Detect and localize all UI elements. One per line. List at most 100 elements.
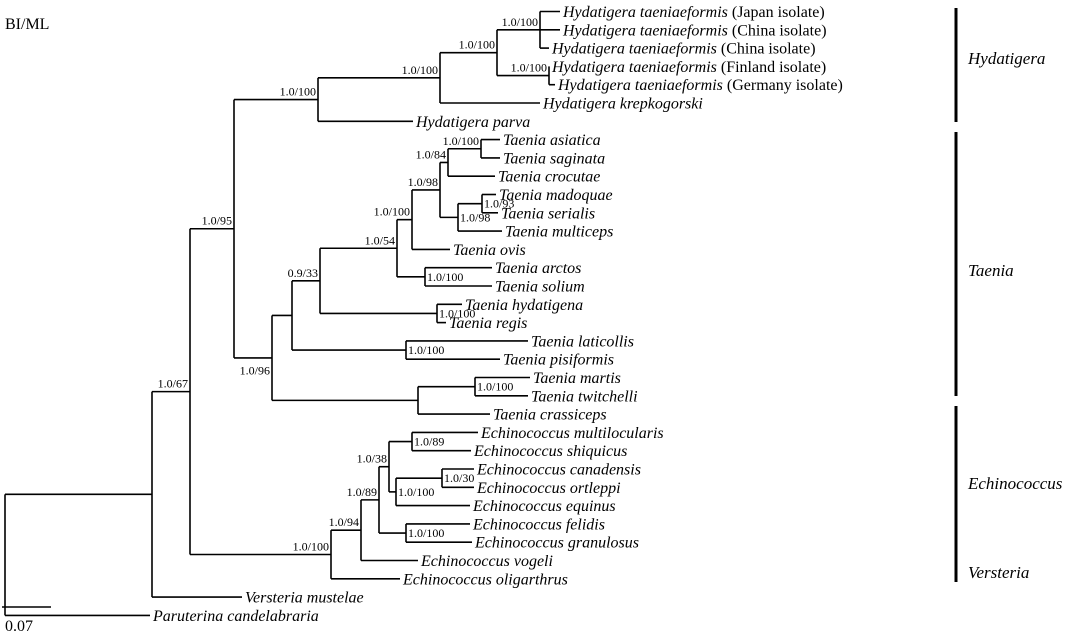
taxon-label: Echinococcus ortleppi <box>476 480 621 497</box>
clade-label-versteria: Versteria <box>968 563 1029 582</box>
species-name: Taenia laticollis <box>531 333 634 350</box>
taxon-label: Hydatigera taeniaeformis (China isolate) <box>562 22 827 39</box>
isolate-note: (Finland isolate) <box>717 59 826 76</box>
species-name: Taenia asiatica <box>503 132 601 149</box>
support-value: 1.0/100 <box>427 270 463 284</box>
species-name: Hydatigera taeniaeformis <box>562 22 728 39</box>
support-value: 1.0/100 <box>511 61 547 75</box>
species-name: Taenia hydatigena <box>465 297 583 314</box>
taxon-label: Hydatigera taeniaeformis (Germany isolat… <box>557 77 843 94</box>
species-name: Hydatigera taeniaeformis <box>551 41 717 58</box>
taxon-label: Taenia regis <box>449 315 527 332</box>
taxon-label: Taenia ovis <box>453 242 526 259</box>
taxon-label: Taenia laticollis <box>531 333 634 350</box>
species-name: Taenia solium <box>495 279 585 296</box>
species-name: Echinococcus equinus <box>472 498 616 515</box>
taxon-label: Hydatigera taeniaeformis (China isolate) <box>551 41 816 58</box>
species-name: Taenia twitchelli <box>531 388 638 405</box>
support-value: 1.0/98 <box>408 175 438 189</box>
species-name: Echinococcus felidis <box>472 516 605 533</box>
support-values: 1.0/100 1.0/100 1.0/100 1.0/100 1.0/100 1.0/1… <box>158 15 547 554</box>
species-name: Taenia regis <box>449 315 527 332</box>
support-value: 1.0/93 <box>484 197 514 211</box>
clade-label-echinococcus: Echinococcus <box>967 474 1063 493</box>
support-value: 1.0/100 <box>443 134 479 148</box>
taxon-label: Hydatigera taeniaeformis (Japan isolate) <box>562 4 825 21</box>
species-name: Taenia serialis <box>501 205 595 222</box>
taxon-label: Taenia serialis <box>501 205 595 222</box>
isolate-note: (Japan isolate) <box>728 4 825 21</box>
support-value: 1.0/100 <box>439 306 475 320</box>
taxon-label: Taenia twitchelli <box>531 388 638 405</box>
species-name: Echinococcus canadensis <box>476 462 641 479</box>
species-name: Taenia arctos <box>495 260 581 277</box>
species-name: Echinococcus multilocularis <box>480 425 664 442</box>
clade-label-hydatigera: Hydatigera <box>967 49 1045 68</box>
support-value: 1.0/100 <box>477 380 513 394</box>
tree-branches <box>4 10 560 617</box>
method-label: BI/ML <box>5 16 49 33</box>
isolate-note: (China isolate) <box>728 22 827 39</box>
taxon-label: Taenia solium <box>495 279 585 296</box>
support-value: 1.0/100 <box>398 485 434 499</box>
species-name: Versteria mustelae <box>245 590 364 607</box>
taxon-label: Hydatigera taeniaeformis (Finland isolat… <box>551 59 826 76</box>
species-name: Paruterina candelabraria <box>152 608 319 625</box>
taxon-label: Echinococcus oligarthrus <box>402 571 568 588</box>
taxon-label: Echinococcus granulosus <box>474 535 639 552</box>
clade-bars: Hydatigera Taenia Echinococcus Versteria <box>954 8 1063 582</box>
species-name: Echinococcus shiquicus <box>473 443 627 460</box>
species-name: Taenia martis <box>533 370 621 387</box>
taxon-label: Taenia pisiformis <box>503 352 614 369</box>
support-value: 1.0/100 <box>374 205 410 219</box>
species-name: Echinococcus granulosus <box>474 535 639 552</box>
support-value: 0.9/33 <box>288 266 318 280</box>
taxon-label: Echinococcus vogeli <box>420 553 553 570</box>
taxon-label: Taenia asiatica <box>503 132 601 149</box>
species-name: Taenia madoquae <box>499 187 613 204</box>
taxon-label: Taenia madoquae <box>499 187 613 204</box>
species-name: Taenia crocutae <box>498 169 600 186</box>
taxon-label: Taenia hydatigena <box>465 297 583 314</box>
support-value: 1.0/95 <box>202 214 232 228</box>
support-value: 1.0/38 <box>357 452 387 466</box>
species-name: Echinococcus oligarthrus <box>402 571 568 588</box>
taxon-label: Taenia crassiceps <box>493 407 607 424</box>
support-value: 1.0/98 <box>460 210 490 224</box>
species-name: Hydatigera taeniaeformis <box>562 4 728 21</box>
species-name: Hydatigera taeniaeformis <box>551 59 717 76</box>
support-value: 1.0/96 <box>240 363 270 377</box>
clade-label-taenia: Taenia <box>968 261 1014 280</box>
support-value: 1.0/100 <box>502 15 538 29</box>
support-value: 1.0/100 <box>408 526 444 540</box>
support-value: 1.0/67 <box>158 377 188 391</box>
species-name: Taenia pisiformis <box>503 352 614 369</box>
taxon-label: Echinococcus equinus <box>472 498 616 515</box>
support-value: 1.0/100 <box>459 38 495 52</box>
species-name: Echinococcus vogeli <box>420 553 553 570</box>
taxon-label: Echinococcus multilocularis <box>480 425 664 442</box>
species-name: Taenia crassiceps <box>493 407 607 424</box>
support-value: 1.0/30 <box>444 471 474 485</box>
species-name: Hydatigera parva <box>415 114 530 131</box>
support-value: 1.0/100 <box>408 343 444 357</box>
species-name: Taenia saginata <box>503 150 605 167</box>
isolate-note: (Germany isolate) <box>723 77 843 94</box>
taxon-label: Taenia saginata <box>503 150 605 167</box>
support-value: 1.0/94 <box>329 515 359 529</box>
taxon-label: Echinococcus shiquicus <box>473 443 627 460</box>
scale-bar: 0.07 <box>2 606 51 635</box>
taxon-label: Echinococcus canadensis <box>476 462 641 479</box>
taxon-label: Hydatigera krepkogorski <box>542 96 703 113</box>
support-value: 1.0/100 <box>280 85 316 99</box>
support-value: 1.0/84 <box>416 147 446 161</box>
support-value: 1.0/100 <box>402 63 438 77</box>
taxon-labels: Hydatigera taeniaeformis (Japan isolate)… <box>152 4 843 625</box>
taxon-label: Taenia arctos <box>495 260 581 277</box>
taxon-label: Echinococcus felidis <box>472 516 605 533</box>
scale-bar-label: 0.07 <box>5 618 33 635</box>
support-value: 1.0/100 <box>293 539 329 553</box>
support-value: 1.0/89 <box>414 435 444 449</box>
support-value: 1.0/89 <box>347 485 377 499</box>
